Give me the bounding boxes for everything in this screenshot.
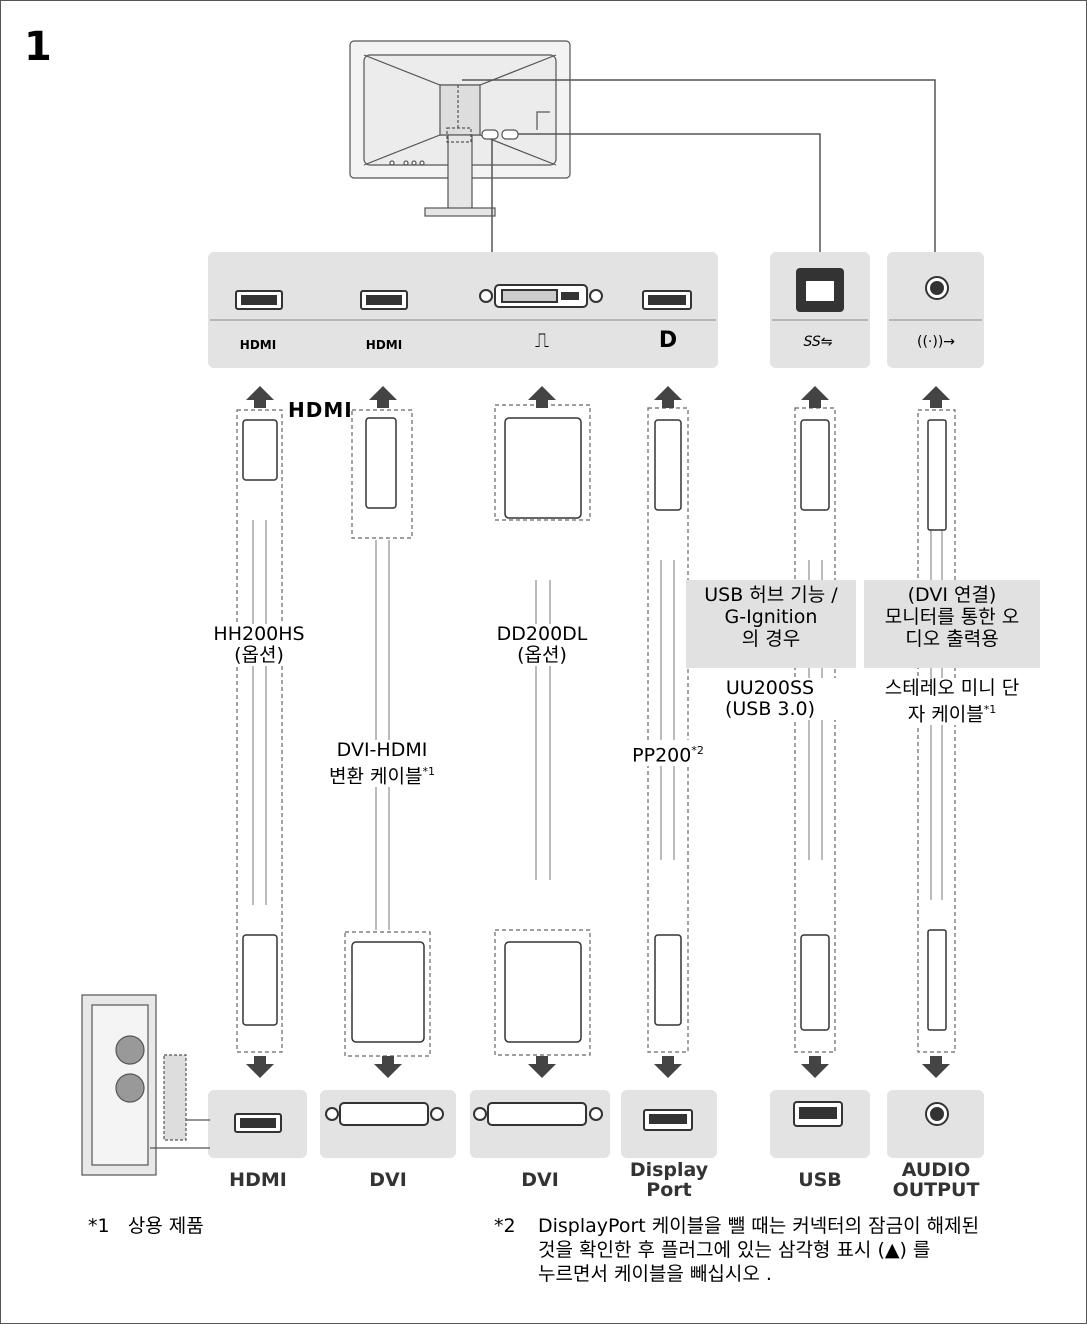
hdmi-logo-icon: HDMI [365,338,403,352]
footnote-1: *1 상용 제품 [88,1215,204,1237]
hdmi-logo-icon: HDMI [239,338,277,352]
pc-port-dvi-label: DVI [369,1169,407,1191]
pc-illustration [81,994,210,1176]
step-number: 1 [24,24,52,70]
displayport-cable-label: PP200*2 [620,740,716,767]
pc-port-dvi-label: DVI [521,1169,559,1191]
audio-out-icon: ((·))→ [916,334,956,350]
dvi-cable-label: DD200DL(옵션) [476,624,608,666]
monitor-lines [462,79,936,252]
dvi-icon: ⎍ [535,328,549,352]
displayport-icon: D [658,328,678,353]
monitor-back-illustration [349,40,571,217]
usb-cable-label: UU200SS(USB 3.0) [700,678,840,720]
pc-port-usb-label: USB [798,1169,842,1191]
arrows [246,386,950,1078]
footnote-2-mark: *2 [494,1215,516,1237]
hdmi-logo-icon: HDMI [288,398,353,422]
pc-port-hdmi-label: HDMI [229,1169,287,1191]
hdmi-cable-label: HH200HS(옵션) [196,624,322,666]
usb-superspeed-icon: SS⇋ [803,334,833,350]
